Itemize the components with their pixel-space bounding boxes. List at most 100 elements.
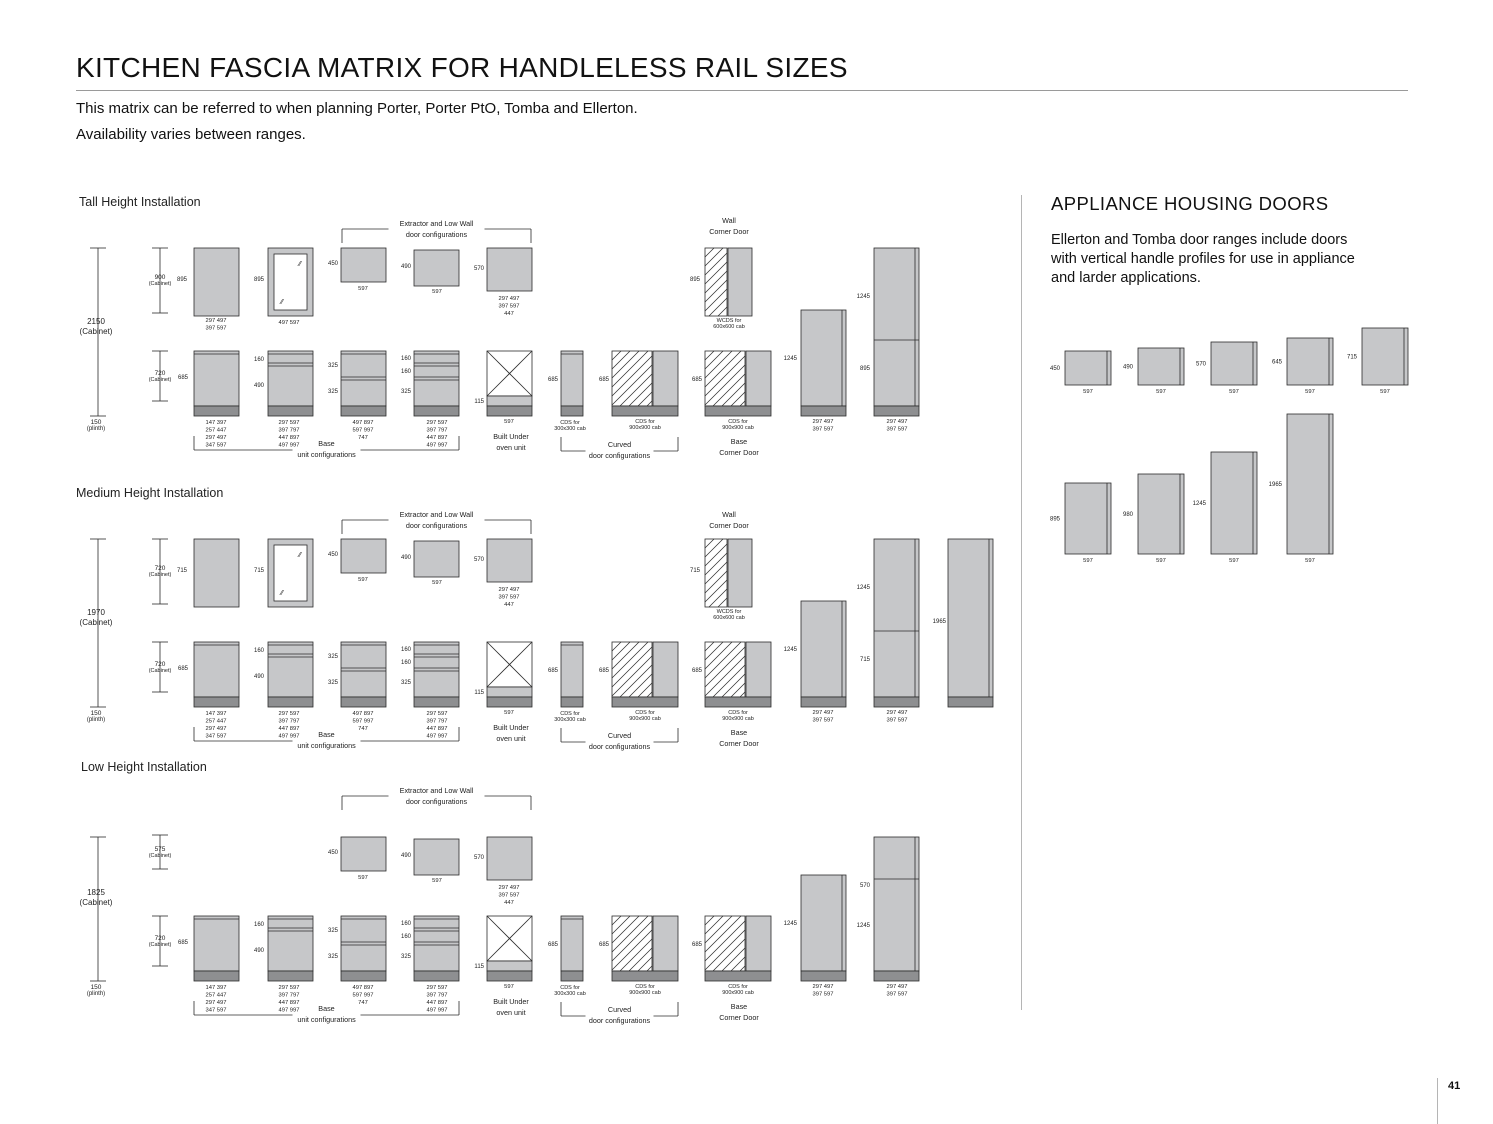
door-height: 325 — [328, 389, 339, 395]
width-label: 597 997 — [353, 428, 374, 434]
extractor-door — [413, 838, 460, 876]
appliance-housing-title: APPLIANCE HOUSING DOORS — [1051, 193, 1329, 214]
extractor-door — [340, 836, 387, 872]
bracket-title: Curved — [608, 1005, 631, 1014]
width-label: 257 447 — [206, 428, 227, 434]
base-door — [193, 641, 240, 698]
door-height: 685 — [599, 377, 610, 383]
bracket-subtitle: door configurations — [589, 742, 651, 751]
width-label: 297 497 — [206, 726, 227, 732]
glass-mark: ⁄⁄ — [279, 299, 285, 306]
width-label: 747 — [358, 435, 368, 441]
glass-mark: ⁄⁄ — [297, 261, 303, 268]
wall-height-value: 720 — [155, 565, 166, 572]
cds-label: CDS for — [560, 420, 580, 426]
width-label: 447 897 — [427, 726, 448, 732]
door-height: 1245 — [784, 921, 798, 927]
plinth — [947, 696, 994, 708]
width-label: 597 — [432, 878, 442, 884]
width-label: 597 — [1380, 389, 1390, 395]
width-label: 447 897 — [427, 435, 448, 441]
width-label: 397 597 — [887, 718, 908, 724]
width-label: 147 397 — [206, 711, 227, 717]
door-height: 115 — [474, 399, 484, 405]
curved-corner-door — [652, 641, 679, 698]
bracket-title: Base — [318, 439, 334, 448]
plinth — [704, 405, 772, 417]
width-label: 597 — [504, 984, 514, 990]
width-label: 297 497 — [813, 984, 834, 990]
door-height: 685 — [692, 668, 703, 674]
plinth — [486, 970, 533, 982]
door-height: 685 — [599, 668, 610, 674]
door-height: 715 — [1347, 355, 1358, 361]
cds-label: CDS for — [728, 710, 748, 716]
appliance-door — [1286, 413, 1334, 555]
width-label: 147 397 — [206, 985, 227, 991]
built-under-subtitle: oven unit — [496, 1008, 525, 1017]
width-label: 597 — [504, 710, 514, 716]
width-label: 397 797 — [279, 993, 300, 999]
door-height: 1965 — [1269, 482, 1283, 488]
width-label: 297 597 — [427, 985, 448, 991]
wall-height-value: 575 — [155, 846, 166, 853]
width-label: 397 597 — [813, 427, 834, 433]
width-label: 397 797 — [279, 428, 300, 434]
width-label: 257 447 — [206, 719, 227, 725]
oven-door — [486, 686, 533, 698]
door-height: 1245 — [857, 294, 871, 300]
cds-label: 300x300 cab — [554, 426, 586, 432]
door-height: 1245 — [857, 923, 871, 929]
door-height: 160 — [254, 922, 265, 928]
cds-label: 900x900 cab — [722, 425, 754, 431]
width-label: 397 597 — [813, 718, 834, 724]
width-label: 397 597 — [499, 595, 520, 601]
door-height: 325 — [401, 680, 412, 686]
door-height: 160 — [254, 648, 265, 654]
plinth — [413, 970, 460, 982]
appliance-door — [1210, 341, 1258, 386]
door-height: 1245 — [784, 647, 798, 653]
width-label: 397 597 — [813, 992, 834, 998]
width-label: 297 497 — [499, 587, 520, 593]
base-corner-hatched-door — [704, 641, 746, 698]
page-number-rule — [1437, 1078, 1438, 1124]
page-title: KITCHEN FASCIA MATRIX FOR HANDLELESS RAI… — [76, 52, 848, 83]
base-door — [193, 915, 240, 972]
width-label: 397 797 — [427, 993, 448, 999]
door-height: 450 — [328, 552, 339, 558]
width-label: 347 597 — [206, 443, 227, 449]
width-label: 497 997 — [427, 1008, 448, 1014]
width-label: 597 — [1229, 558, 1239, 564]
wcds-label: WCDS for — [717, 609, 742, 615]
door-height: 325 — [328, 654, 339, 660]
overall-height-value: 2150 — [87, 317, 105, 326]
plinth — [611, 970, 679, 982]
door-height: 685 — [692, 377, 703, 383]
door-height: 570 — [860, 883, 871, 889]
plinth — [340, 970, 387, 982]
drawer-unit — [413, 641, 460, 698]
door-height: 325 — [401, 389, 412, 395]
width-label: 297 497 — [887, 419, 908, 425]
overall-height-value: 1825 — [87, 888, 105, 897]
door-height: 160 — [401, 647, 412, 653]
door-height: 1965 — [933, 619, 947, 625]
width-label: 297 497 — [499, 885, 520, 891]
curved-corner-hatched-door — [611, 350, 653, 407]
plinth — [267, 696, 314, 708]
curved-door — [560, 915, 584, 972]
cds-label: CDS for — [728, 984, 748, 990]
door-height: 1245 — [784, 356, 798, 362]
width-label: 397 597 — [887, 992, 908, 998]
plinth-label: (plinth) — [87, 991, 105, 997]
plinth — [267, 405, 314, 417]
cds-label: 300x300 cab — [554, 991, 586, 997]
width-label: 497 997 — [279, 734, 300, 740]
plinth — [800, 970, 847, 982]
drawer-unit — [413, 350, 460, 407]
door-height: 490 — [1123, 365, 1134, 371]
door-height: 895 — [1050, 517, 1061, 523]
glazed-door-glass — [273, 253, 308, 311]
appliance-door — [1286, 337, 1334, 386]
